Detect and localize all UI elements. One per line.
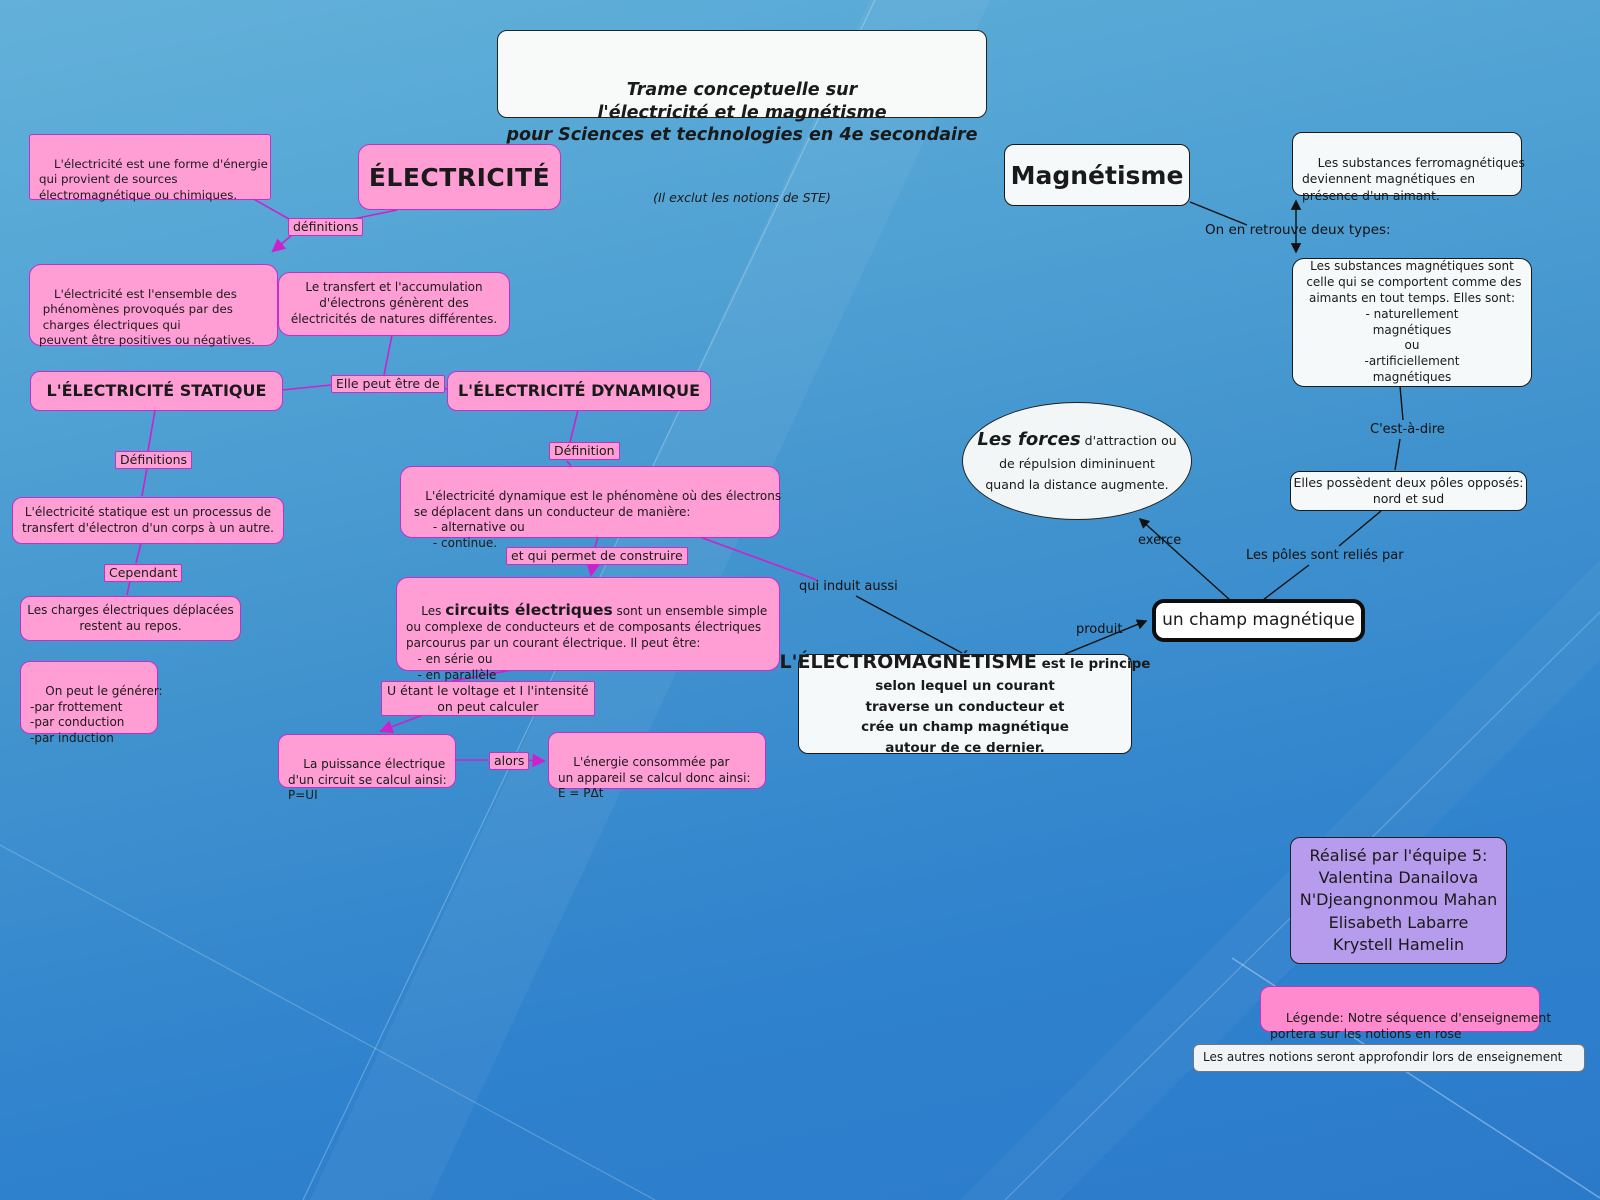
node-electromagnetisme[interactable]: L'ÉLECTROMAGNÉTISME est le principe selo… bbox=[779, 651, 1151, 757]
node-les-forces[interactable]: Les forces d'attraction ou de répulsion … bbox=[962, 402, 1192, 520]
node-puissance[interactable]: La puissance électrique d'un circuit se … bbox=[278, 734, 456, 802]
node-substances-magnetiques[interactable]: Les substances magnétiques sont celle qu… bbox=[1292, 258, 1532, 387]
link-label-voltage-intensite[interactable]: U étant le voltage et I l'intensité on p… bbox=[381, 681, 595, 717]
node-energie[interactable]: L'énergie consommée par un appareil se c… bbox=[548, 732, 766, 800]
node-poles-opposes[interactable]: Elles possèdent deux pôles opposés: nord… bbox=[1290, 471, 1527, 511]
link-label-elle-peut-etre-de[interactable]: Elle peut être de bbox=[331, 375, 445, 393]
link-label-definitions-statique[interactable]: Définitions bbox=[115, 451, 193, 469]
link-label-cependant[interactable]: Cependant bbox=[104, 564, 183, 582]
link-label-deux-types[interactable]: On en retrouve deux types: bbox=[1205, 222, 1391, 238]
link-label-poles-relies[interactable]: Les pôles sont reliés par bbox=[1246, 548, 1404, 563]
node-generer[interactable]: On peut le générer: -par frottement -par… bbox=[20, 661, 163, 745]
link-label-exerce[interactable]: exerce bbox=[1138, 533, 1182, 548]
node-def-ensemble[interactable]: L'électricité est l'ensemble des phénomè… bbox=[29, 264, 278, 347]
map-title: Trame conceptuelle sur l'électricité et … bbox=[497, 30, 987, 205]
node-transfert[interactable]: Le transfert et l'accumulation d'électro… bbox=[278, 272, 510, 336]
credits-team: Réalisé par l'équipe 5: Valentina Danail… bbox=[1290, 837, 1507, 964]
node-ferromagnetiques[interactable]: Les substances ferromagnétiques devienne… bbox=[1292, 132, 1525, 203]
link-label-definitions[interactable]: définitions bbox=[288, 218, 364, 236]
link-label-alors[interactable]: alors bbox=[489, 752, 530, 770]
node-electricite-statique[interactable]: L'ÉLECTRICITÉ STATIQUE bbox=[30, 371, 283, 411]
link-label-produit[interactable]: produit bbox=[1076, 622, 1123, 637]
link-label-induit-aussi[interactable]: qui induit aussi bbox=[799, 579, 898, 594]
map-title-note: (Il exclut les notions de STE) bbox=[653, 189, 831, 205]
node-circuits-electriques[interactable]: Les circuits électriques sont un ensembl… bbox=[396, 577, 780, 682]
link-label-definition-dynamique[interactable]: Définition bbox=[549, 442, 620, 460]
map-title-text: Trame conceptuelle sur l'électricité et … bbox=[506, 80, 978, 145]
node-dynamique-definition[interactable]: L'électricité dynamique est le phénomène… bbox=[400, 466, 781, 550]
node-def-energie[interactable]: L'électricité est une forme d'énergie qu… bbox=[29, 134, 271, 202]
node-statique-definition[interactable]: L'électricité statique est un processus … bbox=[12, 497, 284, 544]
node-champ-magnetique[interactable]: un champ magnétique bbox=[1152, 599, 1365, 642]
link-label-permet-construire[interactable]: et qui permet de construire bbox=[506, 547, 688, 565]
background-streak bbox=[960, 560, 1600, 1200]
node-electricite-dynamique[interactable]: L'ÉLECTRICITÉ DYNAMIQUE bbox=[447, 371, 711, 411]
link-label-cest-a-dire[interactable]: C'est-à-dire bbox=[1370, 422, 1445, 437]
circuits-keyword: circuits électriques bbox=[445, 600, 613, 619]
node-charges-repos[interactable]: Les charges électriques déplacées resten… bbox=[20, 596, 241, 641]
node-electricite[interactable]: ÉLECTRICITÉ bbox=[358, 144, 561, 210]
note-box: Les autres notions seront approfondir lo… bbox=[1193, 1044, 1585, 1072]
node-magnetisme[interactable]: Magnétisme bbox=[1004, 144, 1190, 206]
legend-box: Légende: Notre séquence d'enseignement p… bbox=[1260, 986, 1551, 1041]
